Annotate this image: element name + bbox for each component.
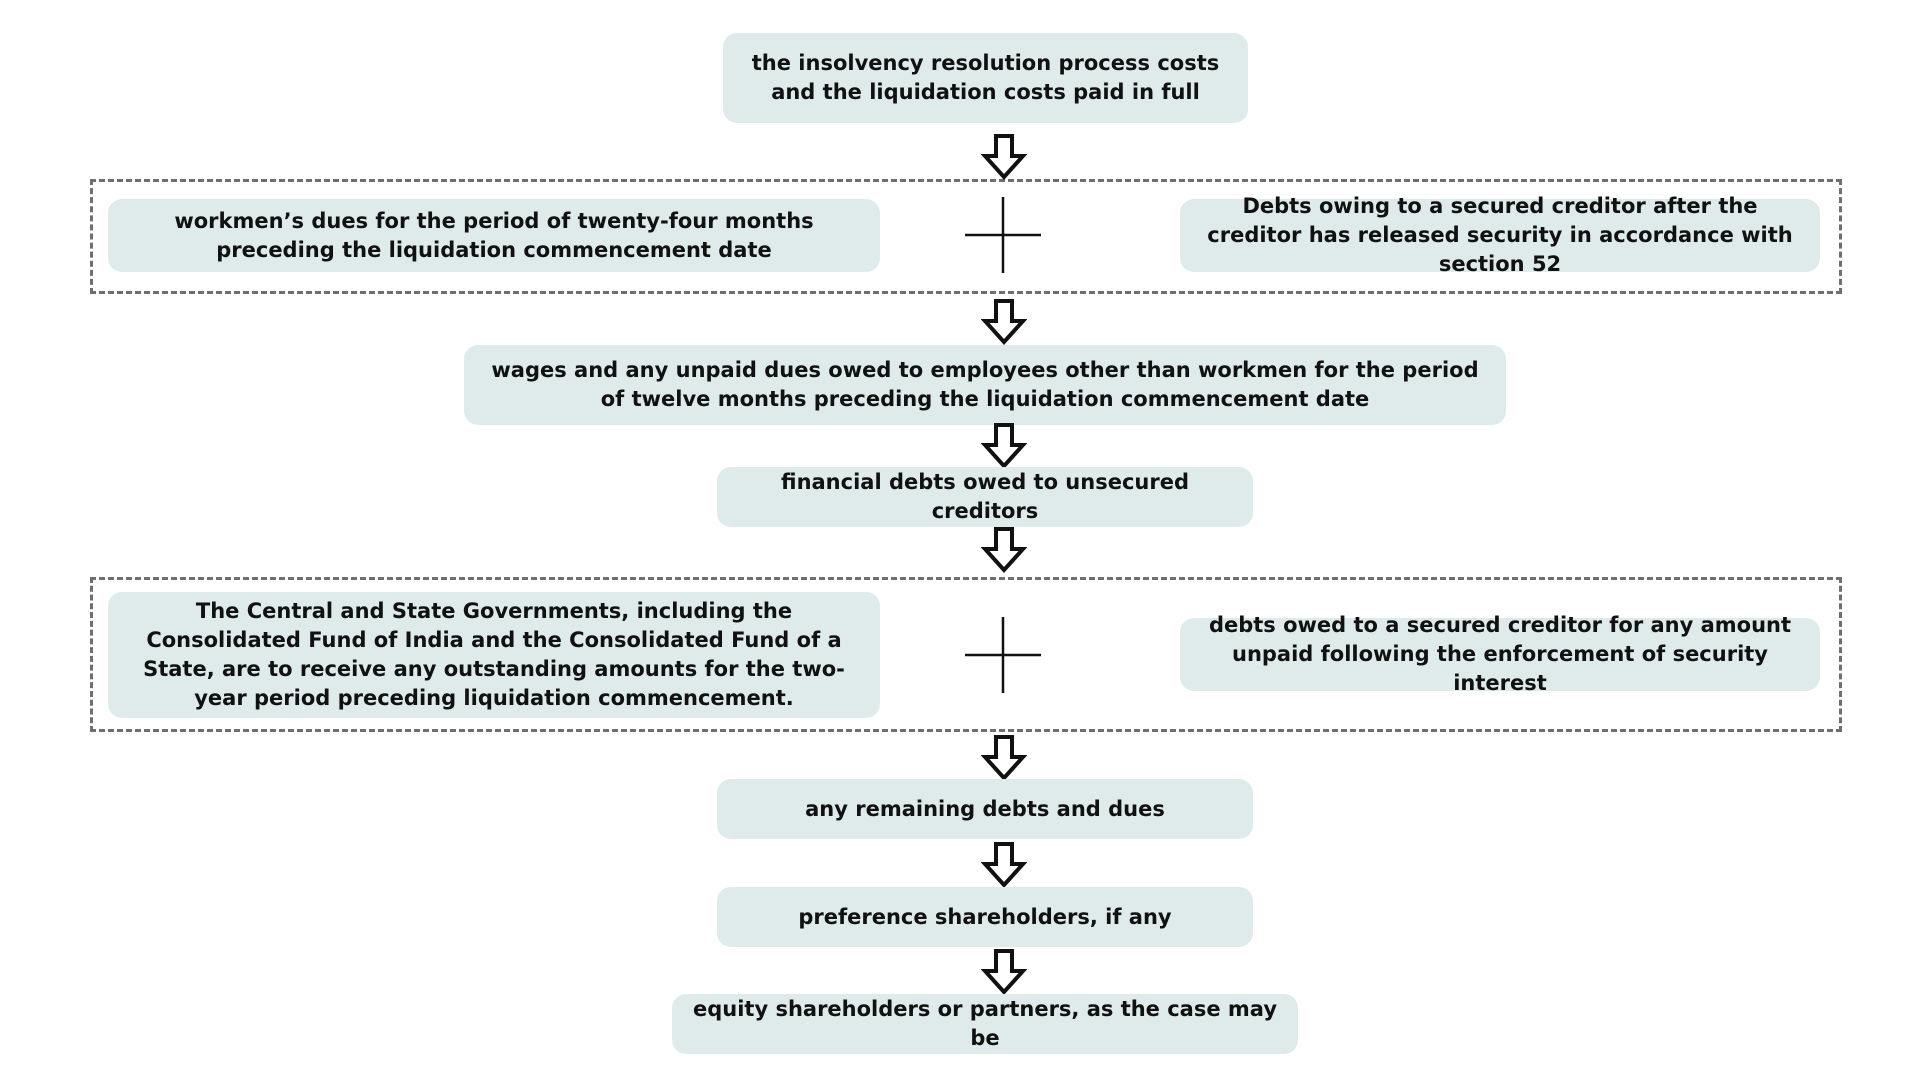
group-government-secured [90, 577, 1842, 732]
step-secured-creditor-released-label: Debts owing to a secured creditor after … [1207, 194, 1793, 276]
down-arrow-icon [981, 527, 1027, 573]
step-workmen-dues: workmen’s dues for the period of twenty-… [108, 199, 880, 272]
step-equity-shareholders: equity shareholders or partners, as the … [672, 994, 1298, 1054]
down-arrow-icon [981, 842, 1027, 888]
step-preference-shareholders: preference shareholders, if any [717, 887, 1253, 947]
step-insolvency-costs: the insolvency resolution process costs … [723, 33, 1248, 123]
down-arrow-icon [981, 735, 1027, 781]
plus-icon [965, 197, 1041, 273]
step-secured-creditor-unpaid-label: debts owed to a secured creditor for any… [1208, 613, 1792, 695]
down-arrow-icon [981, 949, 1027, 995]
down-arrow-icon [981, 299, 1027, 345]
step-financial-debts: financial debts owed to unsecured credit… [717, 467, 1253, 527]
step-remaining-debts: any remaining debts and dues [717, 779, 1253, 839]
step-secured-creditor-released: Debts owing to a secured creditor after … [1180, 194, 1820, 276]
group-workmen-secured [90, 179, 1842, 294]
step-financial-debts-label: financial debts owed to unsecured credit… [781, 470, 1189, 523]
step-workmen-dues-label: workmen’s dues for the period of twenty-… [174, 208, 814, 262]
step-government-dues: The Central and State Governments, inclu… [108, 592, 880, 718]
step-remaining-debts-label: any remaining debts and dues [805, 796, 1165, 821]
step-government-dues-label: The Central and State Governments, inclu… [143, 599, 845, 710]
step-employee-wages-label: wages and any unpaid dues owed to employ… [491, 358, 1479, 411]
down-arrow-icon [981, 423, 1027, 469]
step-employee-wages: wages and any unpaid dues owed to employ… [464, 345, 1506, 425]
plus-icon [965, 617, 1041, 693]
step-preference-shareholders-label: preference shareholders, if any [798, 904, 1172, 929]
step-insolvency-costs-label: the insolvency resolution process costs … [751, 51, 1220, 104]
down-arrow-icon [981, 134, 1027, 180]
step-equity-shareholders-label: equity shareholders or partners, as the … [692, 997, 1278, 1050]
step-secured-creditor-unpaid: debts owed to a secured creditor for any… [1180, 613, 1820, 695]
